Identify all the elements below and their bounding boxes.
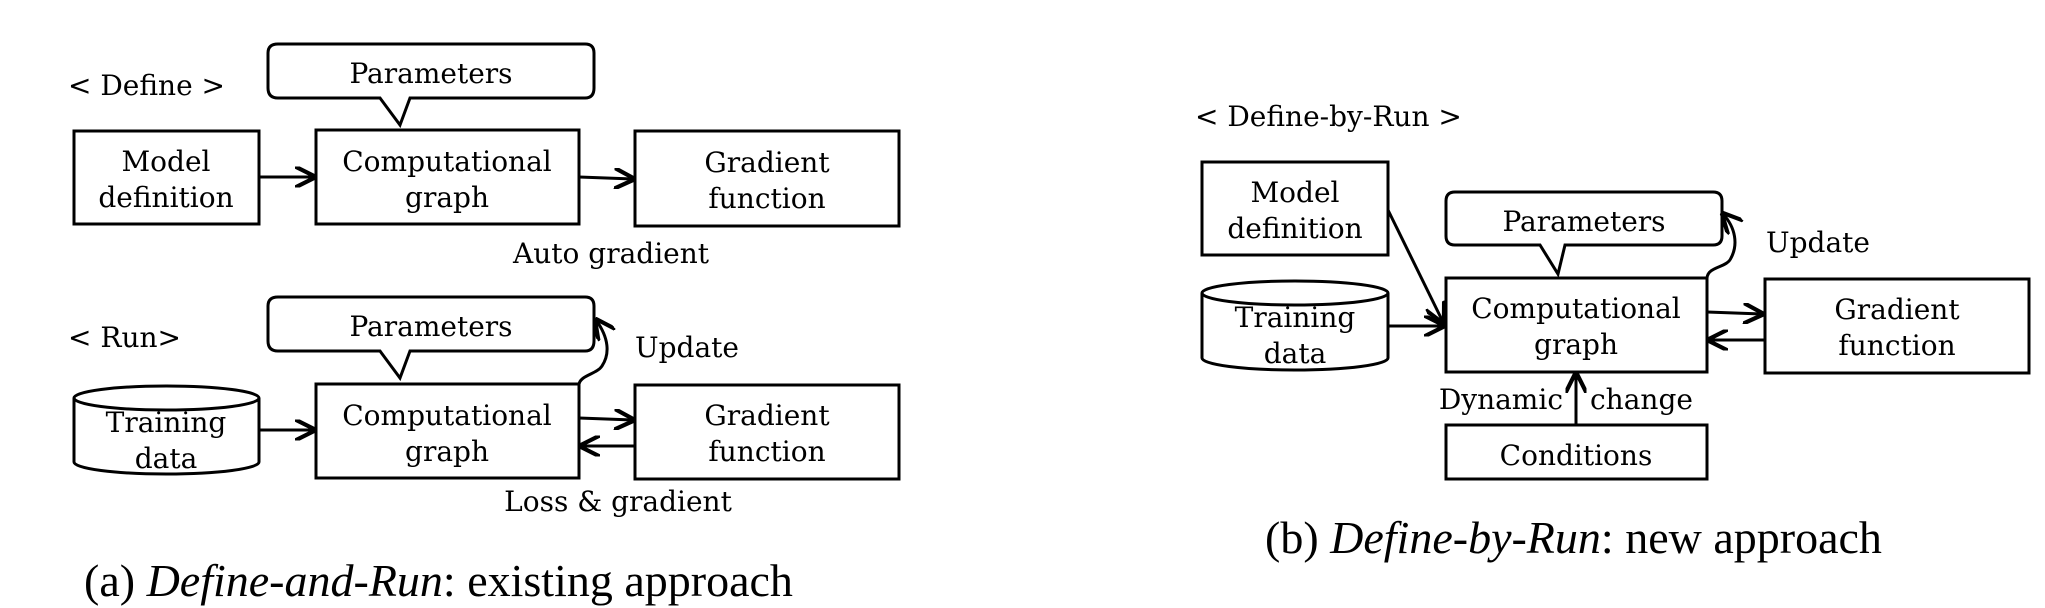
auto-gradient-label: Auto gradient: [512, 237, 710, 270]
define-gradient-label-2: function: [708, 182, 825, 215]
define-by-run-heading: < Define-by-Run >: [1195, 100, 1462, 133]
caption-a: (a) Define-and-Run: existing approach: [84, 555, 793, 606]
b-parameters-label: Parameters: [1502, 205, 1665, 238]
run-gradient-function-box: Gradient function: [633, 383, 901, 481]
define-graph-label-1: Computational: [342, 145, 552, 178]
panel-a: < Define > Parameters Model definition C…: [68, 42, 901, 606]
run-training-label-1: Training: [106, 406, 227, 439]
define-graph-label-2: graph: [405, 181, 489, 214]
define-gradient-label-1: Gradient: [704, 146, 830, 179]
b-model-to-graph-arrow: [1386, 209, 1443, 322]
b-training-label-1: Training: [1235, 301, 1356, 334]
b-update-label: Update: [1766, 226, 1870, 259]
b-graph-to-gradient-arrow: [1706, 312, 1762, 314]
run-graph-to-gradient-arrow: [578, 418, 633, 420]
define-model-definition-box: Model definition: [72, 129, 261, 226]
b-model-label-2: definition: [1227, 212, 1362, 245]
define-parameters-label: Parameters: [349, 57, 512, 90]
loss-gradient-label: Loss & gradient: [504, 485, 732, 518]
define-computational-graph-box: Computational graph: [314, 128, 581, 226]
b-graph-label-2: graph: [1534, 328, 1618, 361]
run-computational-graph-box: Computational graph: [314, 382, 581, 480]
run-gradient-label-1: Gradient: [704, 399, 830, 432]
panel-b: < Define-by-Run > Model definition Train…: [1195, 100, 2031, 563]
run-parameters-callout: Parameters: [266, 295, 596, 382]
run-heading: < Run>: [68, 321, 181, 354]
run-training-data-cylinder: Training data: [72, 384, 261, 476]
b-gradient-function-box: Gradient function: [1763, 277, 2031, 375]
caption-a-italic: Define-and-Run: [146, 555, 443, 606]
b-training-label-2: data: [1264, 337, 1327, 370]
b-parameters-callout: Parameters: [1444, 190, 1724, 278]
b-gradient-label-2: function: [1838, 329, 1955, 362]
b-graph-label-1: Computational: [1471, 292, 1681, 325]
run-update-loop-arrow: [577, 320, 607, 385]
b-computational-graph-box: Computational graph: [1444, 276, 1709, 374]
define-model-label-1: Model: [122, 145, 211, 178]
b-conditions-box: Conditions: [1444, 423, 1709, 481]
run-graph-label-2: graph: [405, 435, 489, 468]
run-training-label-2: data: [135, 442, 198, 475]
caption-b: (b) Define-by-Run: new approach: [1265, 512, 1882, 563]
b-conditions-label: Conditions: [1500, 439, 1653, 472]
define-graph-to-gradient-arrow: [578, 177, 633, 179]
caption-b-italic: Define-by-Run: [1329, 512, 1601, 563]
caption-b-prefix: (b): [1265, 512, 1330, 563]
caption-a-prefix: (a): [84, 555, 147, 606]
b-model-definition-box: Model definition: [1200, 160, 1390, 257]
run-update-label: Update: [635, 331, 739, 364]
define-heading: < Define >: [68, 69, 225, 102]
b-training-data-cylinder: Training data: [1200, 279, 1390, 372]
b-update-loop-arrow: [1705, 214, 1735, 279]
b-gradient-label-1: Gradient: [1834, 293, 1960, 326]
b-change-label: change: [1590, 383, 1693, 416]
caption-a-suffix: : existing approach: [443, 555, 793, 606]
define-model-label-2: definition: [98, 181, 233, 214]
b-dynamic-label: Dynamic: [1439, 383, 1563, 416]
run-graph-label-1: Computational: [342, 399, 552, 432]
b-model-label-1: Model: [1251, 176, 1340, 209]
define-gradient-function-box: Gradient function: [633, 129, 901, 228]
define-parameters-callout: Parameters: [266, 42, 596, 129]
run-parameters-label: Parameters: [349, 310, 512, 343]
run-gradient-label-2: function: [708, 435, 825, 468]
caption-b-suffix: : new approach: [1601, 512, 1882, 563]
